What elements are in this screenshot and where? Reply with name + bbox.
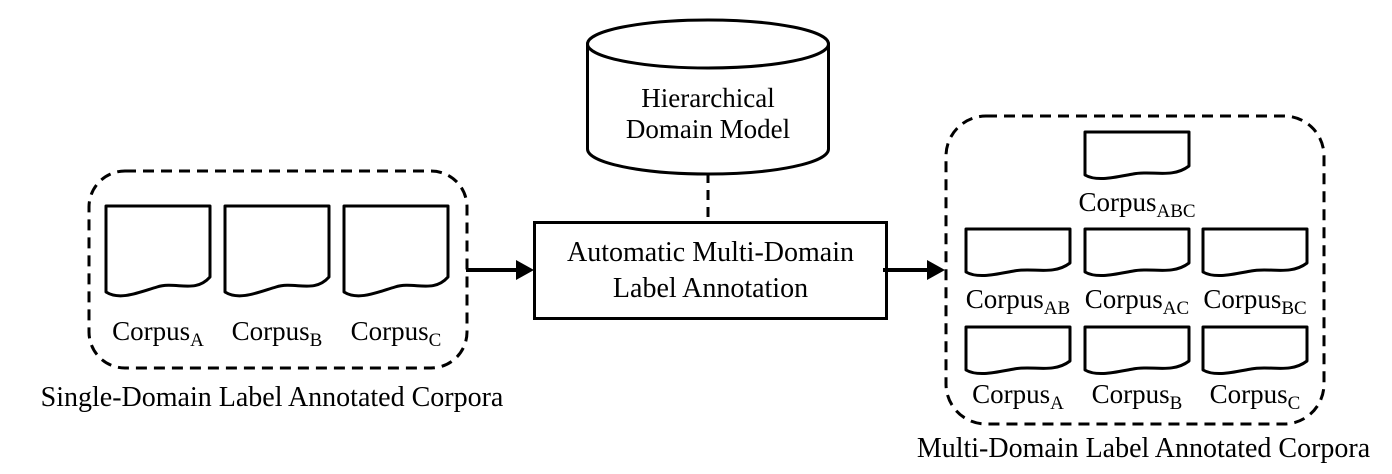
corpus-subscript: ABC: [1156, 201, 1196, 222]
corpus-subscript: BC: [1281, 298, 1307, 319]
document-icon-corpus-ab: [964, 227, 1072, 278]
document-icon-corpus-b: [223, 204, 331, 298]
corpus-name: Corpus: [1078, 187, 1157, 217]
document-icon-corpus-a: [104, 204, 212, 298]
corpus-label-a: CorpusA: [93, 316, 223, 356]
corpus-subscript: C: [428, 330, 442, 351]
domain-model-label: Hierarchical Domain Model: [584, 83, 832, 145]
corpus-label-b2: CorpusB: [1062, 379, 1212, 419]
corpus-subscript: B: [1169, 393, 1183, 414]
corpus-label-c2: CorpusC: [1180, 379, 1330, 419]
document-icon-corpus-bc: [1201, 227, 1309, 278]
corpus-name: Corpus: [1084, 284, 1163, 314]
domain-model-line2: Domain Model: [625, 114, 791, 144]
caption-single-domain: Single-Domain Label Annotated Corpora: [40, 382, 504, 413]
document-icon-corpus-abc: [1083, 130, 1191, 181]
corpus-label-c: CorpusC: [331, 316, 461, 356]
database-cylinder-icon: [586, 18, 830, 176]
multi-domain-group-border: [944, 114, 1326, 426]
corpus-name: Corpus: [350, 316, 429, 346]
corpus-name: Corpus: [965, 284, 1044, 314]
corpus-label-ab: CorpusAB: [943, 284, 1093, 324]
corpus-label-b: CorpusB: [212, 316, 342, 356]
document-icon-corpus-c: [342, 204, 450, 298]
document-icon-corpus-a2: [964, 325, 1072, 376]
process-box: Automatic Multi-Domain Label Annotation: [533, 221, 888, 320]
corpus-label-bc: CorpusBC: [1180, 284, 1330, 324]
document-icon-corpus-ac: [1083, 227, 1191, 278]
domain-model-line1: Hierarchical: [641, 83, 775, 113]
arrow-left-to-process-icon: [466, 260, 534, 280]
corpus-subscript: C: [1287, 393, 1301, 414]
corpus-name: Corpus: [1091, 379, 1170, 409]
document-icon-corpus-b2: [1083, 325, 1191, 376]
corpus-subscript: AC: [1162, 298, 1190, 319]
corpus-name: Corpus: [1209, 379, 1288, 409]
corpus-subscript: A: [1050, 393, 1064, 414]
corpus-subscript: B: [309, 330, 323, 351]
arrow-process-to-right-icon: [883, 260, 945, 280]
process-line2: Label Annotation: [612, 272, 809, 304]
process-line1: Automatic Multi-Domain: [567, 236, 854, 268]
corpus-label-a2: CorpusA: [943, 379, 1093, 419]
corpus-label-abc: CorpusABC: [1062, 187, 1212, 227]
document-icon-corpus-c2: [1201, 325, 1309, 376]
corpus-subscript: A: [190, 330, 204, 351]
corpus-name: Corpus: [231, 316, 310, 346]
caption-multi-domain: Multi-Domain Label Annotated Corpora: [916, 433, 1371, 464]
dashed-connector-line: [706, 173, 710, 223]
corpus-name: Corpus: [972, 379, 1051, 409]
corpus-name: Corpus: [1203, 284, 1282, 314]
corpus-subscript: AB: [1043, 298, 1071, 319]
corpus-name: Corpus: [112, 316, 191, 346]
corpus-label-ac: CorpusAC: [1062, 284, 1212, 324]
